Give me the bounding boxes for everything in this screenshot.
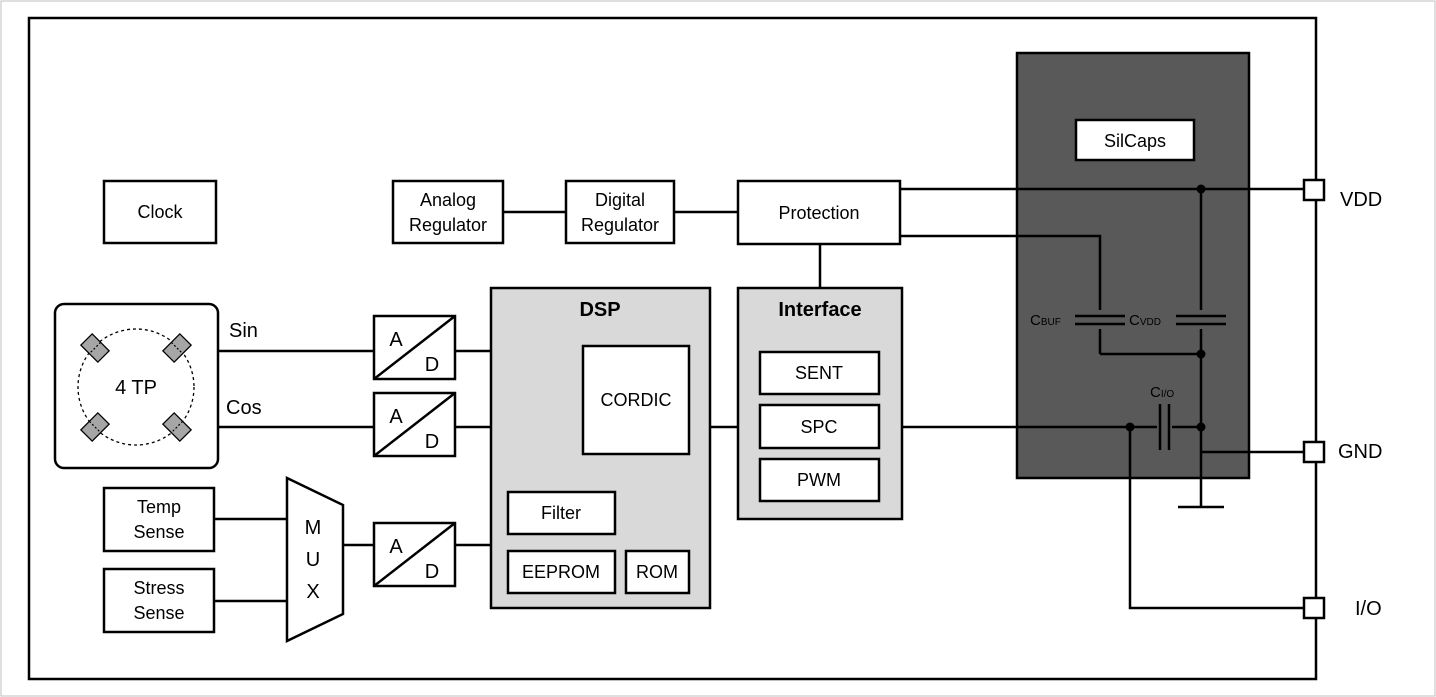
temp-sense-block [102,486,216,553]
cbuf-label: CBUF [1030,312,1061,329]
pin-gnd-label: GND [1338,441,1382,463]
mux-label-x: X [306,581,319,603]
clock-label: Clock [137,202,183,222]
capacitor-cbuf [1075,314,1125,326]
filter-label: Filter [541,503,581,523]
adc-mux-a: A [389,536,403,558]
sensor-label: 4 TP [115,377,157,399]
sent-block [758,350,881,396]
adc-cos [372,391,457,458]
analog-regulator-label: Analog [420,190,476,210]
protection-label: Protection [778,203,859,223]
clock-block [102,179,218,245]
adc-cos-d: D [425,431,439,453]
pwm-label: PWM [797,470,841,490]
pin-io [1302,596,1326,620]
hall-sensor-block [53,302,220,470]
sin-label: Sin [229,320,258,342]
adc-mux-d: D [425,561,439,583]
interface-title: Interface [778,299,861,321]
analog-regulator-label-2: Regulator [409,215,487,235]
pin-gnd [1302,440,1326,464]
temp-sense-label: Temp [137,497,181,517]
chip-boundary [27,16,1318,681]
mux-label-m: M [305,517,322,539]
stress-sense-label: Stress [133,578,184,598]
filter-block [506,490,617,536]
sent-label: SENT [795,363,843,383]
spc-block [758,403,881,450]
pin-vdd-label: VDD [1340,189,1382,211]
adc-cos-a: A [389,406,403,428]
digital-regulator-block [564,179,676,245]
capacitor-cvdd [1176,314,1226,326]
cordic-block [581,344,691,456]
pin-io-label: I/O [1355,598,1382,620]
cos-label: Cos [226,397,262,419]
mux-block [285,476,345,643]
analog-regulator-block [391,179,505,245]
adc-mux [372,521,457,588]
silcaps-label-box [1074,118,1196,162]
cio-label: CI/O [1150,384,1174,401]
pin-vdd [1302,178,1326,202]
adc-sin [372,314,457,381]
cvdd-label: CVDD [1129,312,1161,329]
cordic-label: CORDIC [601,390,672,410]
digital-regulator-label: Digital [595,190,645,210]
temp-sense-label-2: Sense [133,522,184,542]
pwm-block [758,457,881,503]
mux-label-u: U [306,549,320,571]
dsp-title: DSP [579,299,620,321]
silcaps-region [1015,51,1251,480]
adc-sin-d: D [425,354,439,376]
eeprom-label: EEPROM [522,562,600,582]
eeprom-block [506,549,617,595]
rom-block [624,549,691,595]
wiring [214,187,1304,610]
stress-sense-block [102,567,216,634]
capacitor-cio [1158,404,1171,450]
adc-sin-a: A [389,329,403,351]
digital-regulator-label-2: Regulator [581,215,659,235]
rom-label: ROM [636,562,678,582]
junction-dots [1125,184,1206,432]
protection-block [736,179,902,246]
silcaps-label: SilCaps [1104,131,1166,151]
stress-sense-label-2: Sense [133,603,184,623]
spc-label: SPC [800,417,837,437]
